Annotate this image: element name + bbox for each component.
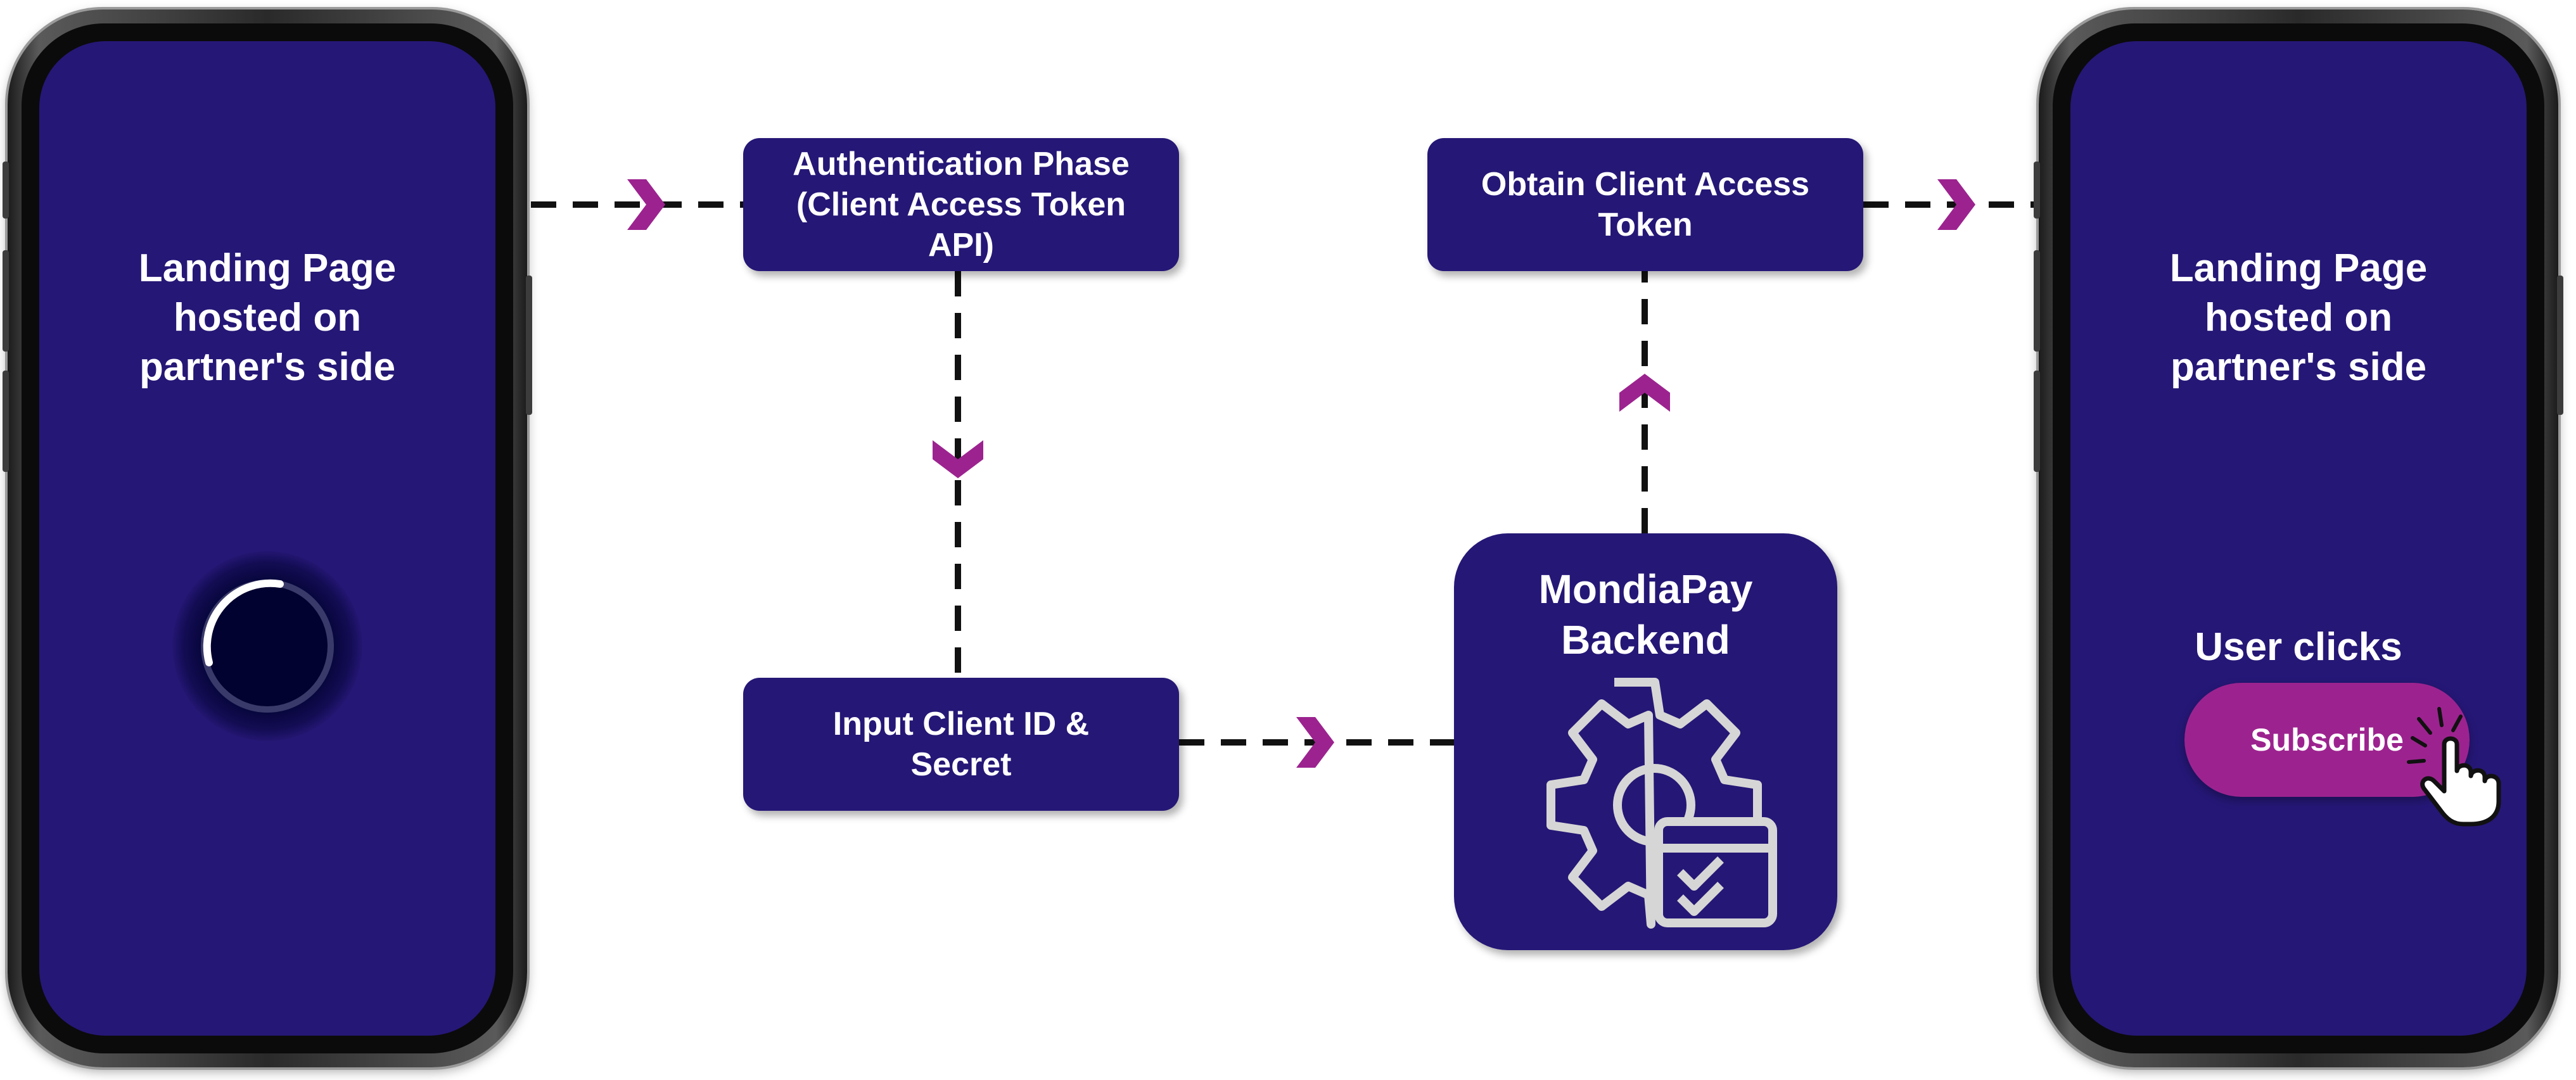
authentication-phase-box: Authentication Phase (Client Access Toke… [743,138,1179,271]
subscribe-button[interactable]: Subscribe [2184,683,2470,797]
phone-screen: Landing Page hosted on partner's side Us… [2070,41,2527,1036]
arrow-right-icon [1296,717,1334,768]
phone-side-button [3,162,9,219]
landing-page-title: Landing Page hosted on partner's side [2169,246,2428,389]
obtain-token-box: Obtain Client Access Token [1427,138,1863,271]
loading-spinner-icon [172,551,362,741]
phone-side-button [526,276,532,415]
phone-left: Landing Page hosted on partner's side [3,10,532,1067]
phone-side-button [2034,371,2040,472]
phone-screen: Landing Page hosted on partner's side [39,41,495,1036]
gear-with-checklist-icon [1546,678,1777,929]
arrow-right-icon [1937,179,1975,230]
user-clicks-caption: User clicks [2195,625,2402,669]
arrow-down-icon [933,440,983,478]
arrow-up-icon [1619,374,1670,412]
arrow-right-icon [627,179,665,230]
mondiapay-backend-box: MondiaPay Backend [1454,533,1837,950]
phone-side-button [2034,250,2040,352]
input-client-credentials-box: Input Client ID & Secret [743,678,1179,811]
phone-side-button [2034,162,2040,219]
phone-side-button [2557,276,2563,415]
hand-pointer-icon [2407,707,2501,827]
phone-right: Landing Page hosted on partner's side Us… [2034,10,2563,1067]
phone-side-button [3,371,9,472]
backend-title: MondiaPay Backend [1538,566,1753,663]
landing-page-title: Landing Page hosted on partner's side [138,246,397,389]
phone-side-button [3,250,9,352]
